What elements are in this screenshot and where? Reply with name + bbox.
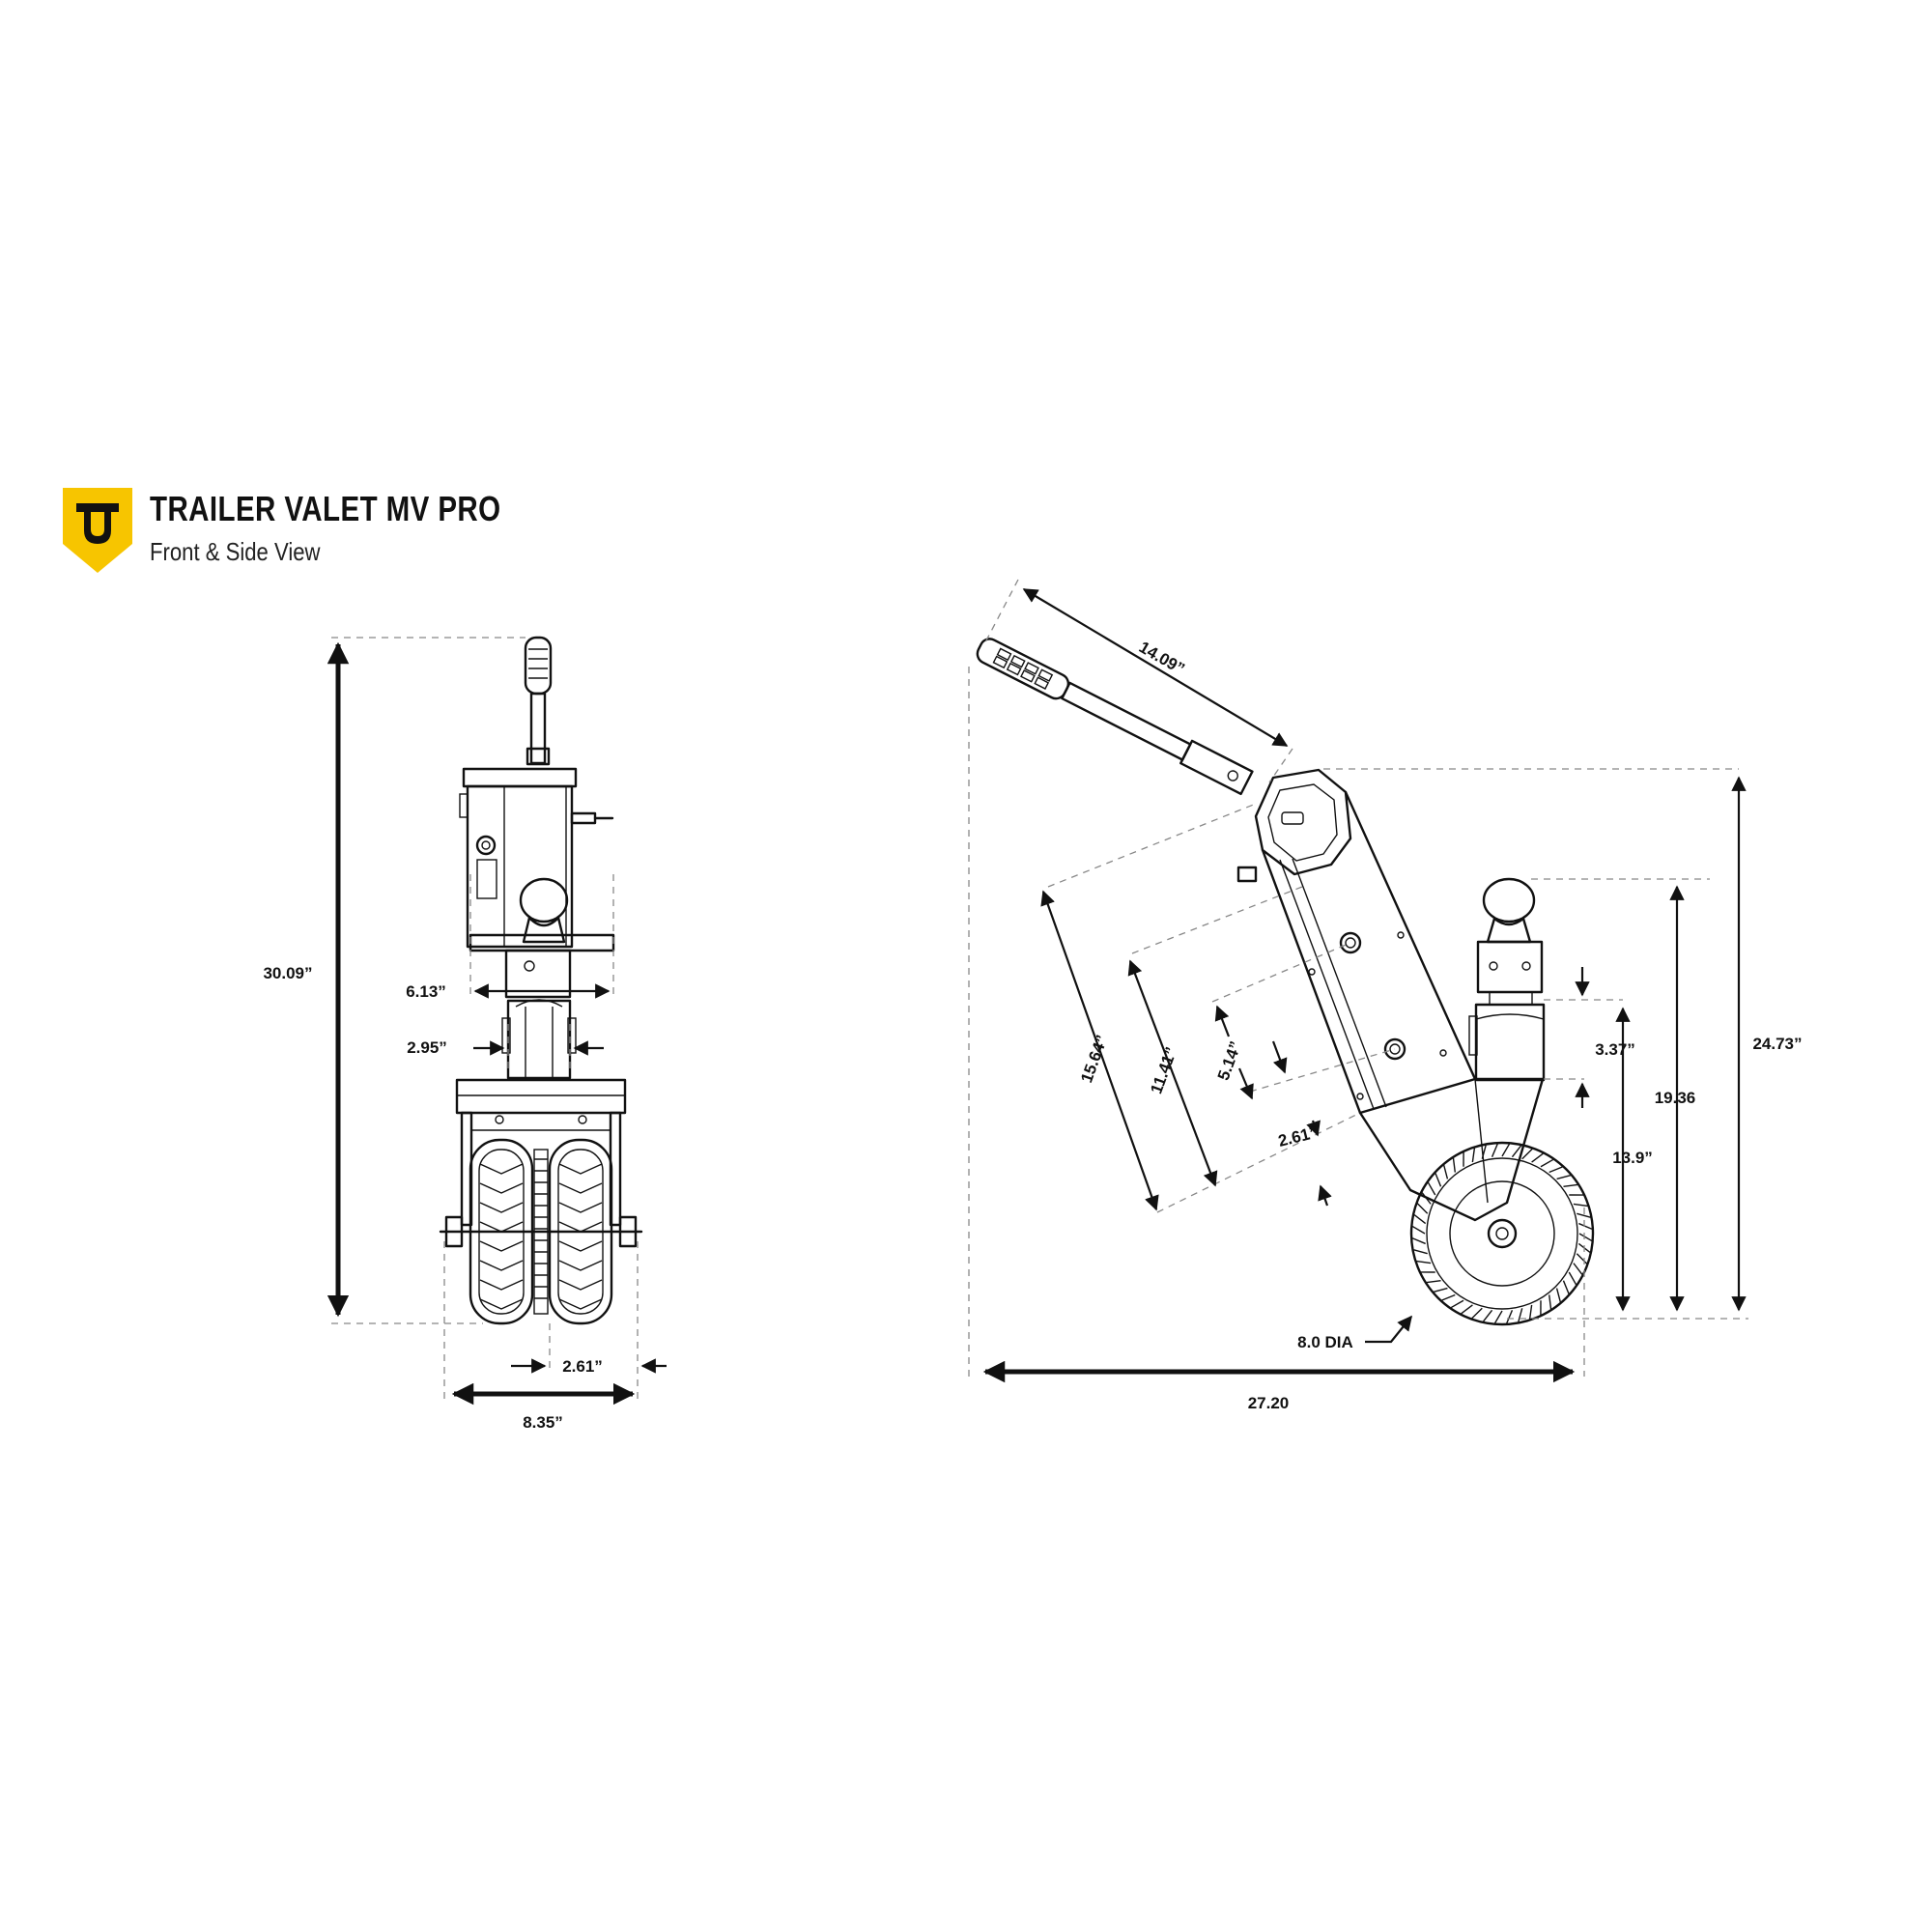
dim-side-ball-collar: 3.37”	[1595, 1040, 1635, 1059]
front-left-wheel	[469, 1138, 534, 1325]
dim-side-wheel-diameter: 8.0 DIA	[1297, 1333, 1353, 1351]
dim-side-frame-mid: 11.41”	[1147, 1044, 1180, 1096]
dim-front-overall-height: 30.09”	[263, 964, 312, 982]
tv-shield-logo-icon	[61, 486, 134, 580]
dim-front-overall-width: 8.35”	[523, 1413, 563, 1432]
front-center-gear	[533, 1149, 549, 1315]
dim-front-handle-width: 6.13”	[406, 982, 446, 1001]
front-hitch-ball	[519, 877, 569, 944]
dim-side-frame-offset: 2.61”	[1276, 1122, 1320, 1150]
dim-side-ball-height: 19.36	[1655, 1089, 1696, 1107]
front-handle	[524, 636, 553, 766]
side-frame	[1261, 790, 1477, 1115]
side-wheel	[1409, 1141, 1595, 1326]
page-subtitle: Front & Side View	[150, 537, 321, 566]
front-column	[501, 999, 577, 1080]
front-right-wheel	[548, 1138, 613, 1325]
page-title: TRAILER VALET MV PRO	[150, 489, 501, 528]
dim-front-column-width: 2.95”	[407, 1038, 447, 1057]
side-head-housing	[1236, 768, 1352, 883]
dim-side-collar-height: 13.9”	[1612, 1149, 1653, 1167]
front-head-housing	[459, 767, 614, 949]
dim-side-hole-spacing: 5.14”	[1214, 1038, 1245, 1083]
side-handle	[976, 638, 1254, 796]
dim-side-overall-length: 27.20	[1248, 1394, 1290, 1412]
front-view: 30.09” 6.13” 2.95” 2.61” 8.35”	[263, 636, 667, 1432]
dim-side-frame-length: 15.64”	[1077, 1033, 1111, 1085]
side-view: 14.09” 15.64” 11.41” 5.14” 2.61” 3.37” 2…	[968, 579, 1803, 1412]
dim-side-overall-height: 24.73”	[1752, 1035, 1802, 1053]
dim-front-wheel-offset: 2.61”	[562, 1357, 603, 1376]
front-axle-frame	[439, 1078, 643, 1248]
side-hitch-ball	[1482, 877, 1536, 944]
